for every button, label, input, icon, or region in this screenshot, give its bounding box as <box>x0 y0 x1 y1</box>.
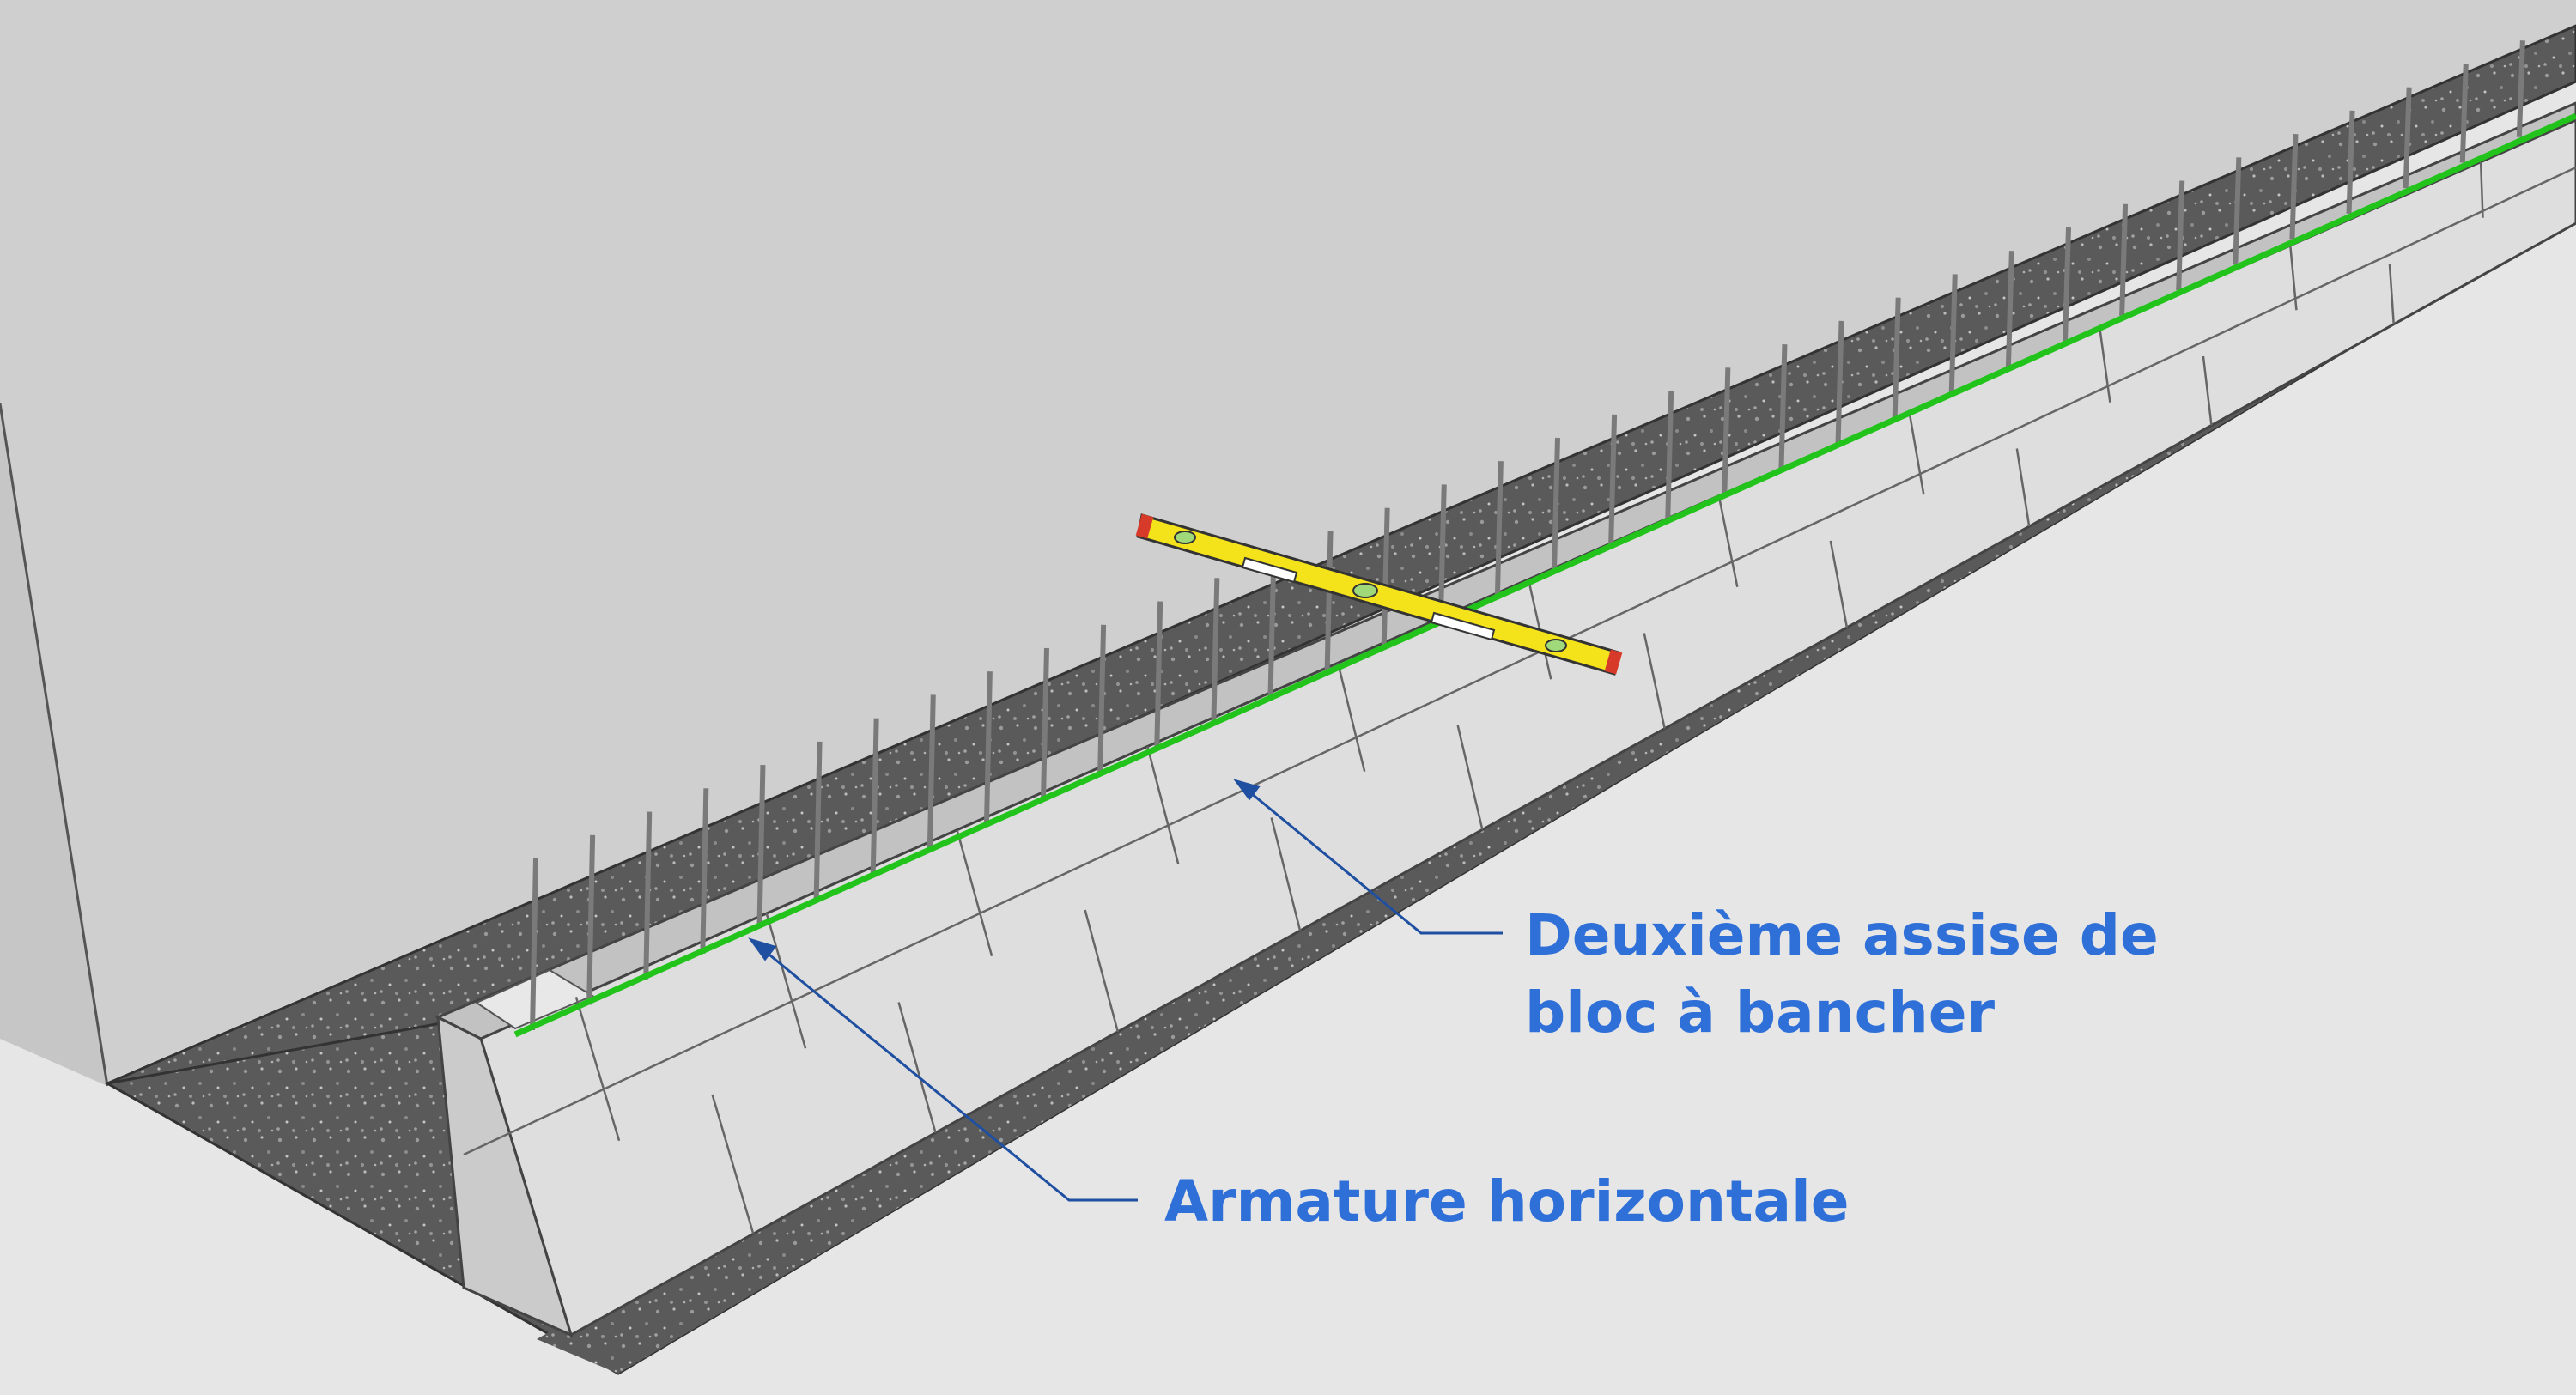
vertical-rebar <box>2063 227 2071 342</box>
vertical-rebar <box>1097 624 1107 775</box>
block-joint <box>1336 662 1366 773</box>
vertical-rebar <box>700 788 709 954</box>
block-joint <box>1084 909 1120 1033</box>
vertical-rebar <box>2289 134 2299 240</box>
vertical-rebar <box>1778 344 1788 470</box>
block-joints <box>574 161 2484 1234</box>
vertical-rebar <box>2176 180 2185 291</box>
wall-end-face <box>436 1015 574 1337</box>
vertical-rebar <box>2403 87 2412 189</box>
block-joint <box>2015 448 2031 527</box>
vertical-rebar <box>2119 203 2129 316</box>
vertical-rebar <box>1608 414 1618 546</box>
vertical-rebar <box>2346 110 2355 214</box>
block-joint <box>1146 746 1180 864</box>
block-joint <box>2289 245 2298 311</box>
block-joint <box>574 997 621 1142</box>
block-joint <box>1456 725 1484 830</box>
callout-horizontal-rebar: Armature horizontale <box>1164 1163 1849 1240</box>
vertical-rebar <box>1437 484 1447 622</box>
callout-leaders <box>748 779 1503 1202</box>
block-joint <box>711 1094 755 1234</box>
block-joint <box>1829 540 1849 628</box>
vertical-rebar <box>2233 157 2242 265</box>
vertical-rebar <box>870 718 879 877</box>
block-wall <box>434 101 2576 1337</box>
vertical-rebar <box>983 671 993 827</box>
vertical-rebar <box>756 765 766 929</box>
block-joint <box>2202 355 2213 426</box>
horizontal-rebar <box>513 112 2576 1038</box>
spirit-level-icon <box>1135 513 1623 676</box>
vertical-rebar <box>1835 320 1844 444</box>
vertical-rebar <box>586 834 596 1005</box>
vertical-rebar <box>1381 507 1390 648</box>
vertical-rebar <box>1892 297 1901 418</box>
vertical-rebar <box>813 741 823 903</box>
vertical-rebar <box>1665 391 1674 520</box>
vertical-rebar <box>1324 531 1334 673</box>
block-joint <box>1643 633 1666 729</box>
vertical-rebar <box>1211 578 1220 725</box>
block-joint <box>765 913 807 1049</box>
block-joint <box>1908 412 1925 495</box>
callout-horizontal-rebar-label: Armature horizontale <box>1164 1168 1850 1234</box>
vertical-rebar <box>530 858 538 1031</box>
vertical-rebar <box>1552 437 1560 572</box>
vertical-rebar <box>1722 367 1731 494</box>
block-joint <box>2388 264 2395 324</box>
callout-second-course-line2: bloc à bancher <box>1525 980 1996 1046</box>
vertical-rebar <box>2005 251 2014 367</box>
leader-second-course <box>1236 779 1503 935</box>
block-joint <box>1717 495 1739 587</box>
back-wall <box>0 0 2576 1083</box>
vertical-rebar <box>1494 461 1504 597</box>
block-joint <box>897 1002 937 1133</box>
block-joint <box>1270 817 1302 931</box>
vertical-rebar <box>643 811 653 980</box>
block-joint <box>2479 161 2484 218</box>
vertical-rebar <box>1948 274 1958 393</box>
vertical-rebar <box>1267 555 1277 699</box>
block-joint <box>2099 329 2111 403</box>
leader-horizontal-rebar <box>750 938 1138 1202</box>
vertical-rebar <box>1041 647 1049 801</box>
vertical-rebar <box>927 694 936 852</box>
callout-second-course-line1: Deuxième assise de <box>1525 902 2159 968</box>
vertical-rebars <box>530 40 2525 1031</box>
block-joint <box>956 829 993 957</box>
vertical-rebar <box>1154 601 1163 750</box>
vertical-rebar <box>2516 40 2525 137</box>
callout-second-course: Deuxième assise de bloc à bancher <box>1525 897 2159 1052</box>
vertical-rebar <box>2459 64 2469 163</box>
